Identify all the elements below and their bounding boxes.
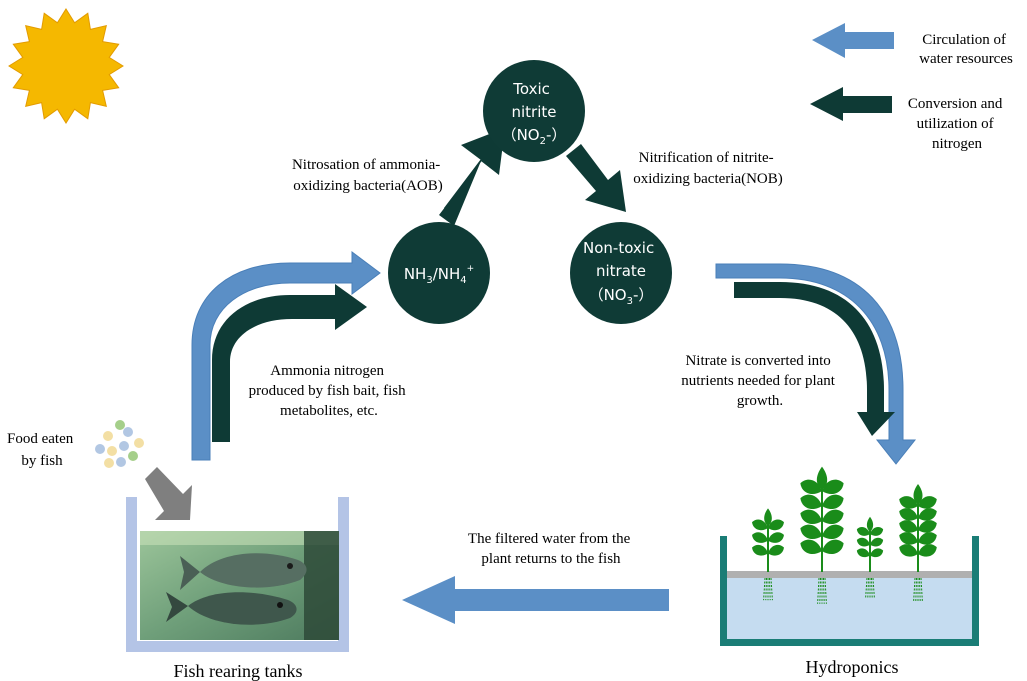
legend-blue-arrow-label: Circulation of water resources <box>919 32 1013 67</box>
plant-leaf <box>899 508 918 521</box>
label-ammonia-source: Ammonia nitrogen produced by fish bait, … <box>249 363 410 419</box>
arrow-water-return-to-fish <box>402 576 669 624</box>
node-ammonia: NH3/NH4+ <box>388 222 490 324</box>
fish-icon <box>166 592 297 625</box>
plant-leaf <box>918 532 937 545</box>
plant-leaf <box>899 532 918 545</box>
plant-leaf <box>800 539 822 554</box>
plant-leaf <box>764 508 772 526</box>
plant-root <box>763 577 766 601</box>
label-filtered-water: The filtered water from the plant return… <box>468 531 634 567</box>
plant-root <box>770 577 773 601</box>
dark-arrow-fish-to-ammonia <box>212 284 367 442</box>
plant-root <box>823 577 825 604</box>
plant-leaf <box>913 484 923 504</box>
food-pellets-icon <box>95 420 144 468</box>
floating-raft <box>727 571 972 578</box>
legend-dark-arrow-label: Conversion and utilization of nitrogen <box>908 96 1006 152</box>
blue-arrow-nitrate-to-plants <box>715 263 917 465</box>
plant-leaf <box>870 527 884 536</box>
label-hydroponics: Hydroponics <box>806 657 899 677</box>
node-toxic-nitrite: Toxic nitrite （NO2-） <box>483 60 585 162</box>
plant-leaf <box>768 532 784 543</box>
non-toxic-nitrate-formula: （NO3-） <box>589 286 654 307</box>
plant-leaf <box>918 496 937 509</box>
ammonia-formula: NH3/NH4+ <box>404 264 474 286</box>
blue-arrow-fish-to-ammonia <box>191 251 381 461</box>
plant-root <box>819 577 821 604</box>
arrow-food-to-tank <box>145 467 192 520</box>
plant-root <box>817 577 820 604</box>
arrow-aob <box>439 128 505 226</box>
plant-leaf <box>768 544 784 556</box>
label-aob: Nitrosation of ammonia- oxidizing bacter… <box>292 157 444 194</box>
dark-arrow-nitrate-to-plants <box>734 282 895 436</box>
plant-root <box>769 577 771 601</box>
plant-leaf <box>899 496 918 509</box>
fish-icon <box>180 553 307 590</box>
plant-leaf <box>918 508 937 521</box>
plant-leaf <box>899 544 918 557</box>
plant-root <box>765 577 767 601</box>
plant-leaf <box>752 519 768 531</box>
plants-icon <box>752 466 937 604</box>
arrow-nob <box>566 144 626 212</box>
fish-tank <box>126 497 349 652</box>
plant-leaf <box>822 524 844 539</box>
plant-leaf <box>822 479 844 494</box>
svg-text:Toxic nitrite: Toxic nitrite <box>512 80 557 121</box>
plant-leaf <box>918 520 937 533</box>
label-food: Food eaten by fish <box>7 431 77 469</box>
toxic-nitrite-formula: （NO2-） <box>502 126 567 147</box>
plant-leaf <box>816 466 828 489</box>
plant-leaf <box>856 537 870 547</box>
plant-leaf <box>856 527 870 536</box>
plant-leaf <box>752 544 768 556</box>
label-nob: Nitrification of nitrite- oxidizing bact… <box>633 150 783 187</box>
plant-leaf <box>800 524 822 539</box>
node-non-toxic-nitrate: Non-toxic nitrate （NO3-） <box>570 222 672 324</box>
plant-leaf <box>752 532 768 543</box>
sun-icon <box>8 8 124 124</box>
plant-leaf <box>800 479 822 494</box>
label-nitrate-conversion: Nitrate is converted into nutrients need… <box>681 353 838 409</box>
plant-leaf <box>768 519 784 531</box>
plant-root <box>920 577 923 603</box>
label-fish-tanks: Fish rearing tanks <box>174 661 303 681</box>
legend: Circulation of water resources Conversio… <box>810 23 1013 152</box>
svg-text:Non-toxic nitrate: Non-toxic nitrate <box>583 239 659 280</box>
plant-root <box>915 577 917 603</box>
plant-leaf <box>800 509 822 524</box>
legend-blue-arrow-icon <box>812 23 894 58</box>
hydroponics-water <box>727 576 972 639</box>
plant-leaf <box>870 548 884 558</box>
legend-dark-arrow-icon <box>810 87 892 121</box>
plant-leaf <box>899 520 918 533</box>
plant-root <box>824 577 827 604</box>
plant-leaf <box>918 544 937 557</box>
plant-leaf <box>856 548 870 558</box>
plant-root <box>913 577 916 603</box>
plant-leaf <box>800 494 822 509</box>
plant-leaf <box>870 537 884 547</box>
plant-leaf <box>822 509 844 524</box>
plant-leaf <box>822 494 844 509</box>
plant-leaf <box>822 539 844 554</box>
plant-root <box>919 577 921 603</box>
plant-leaf <box>866 516 874 532</box>
